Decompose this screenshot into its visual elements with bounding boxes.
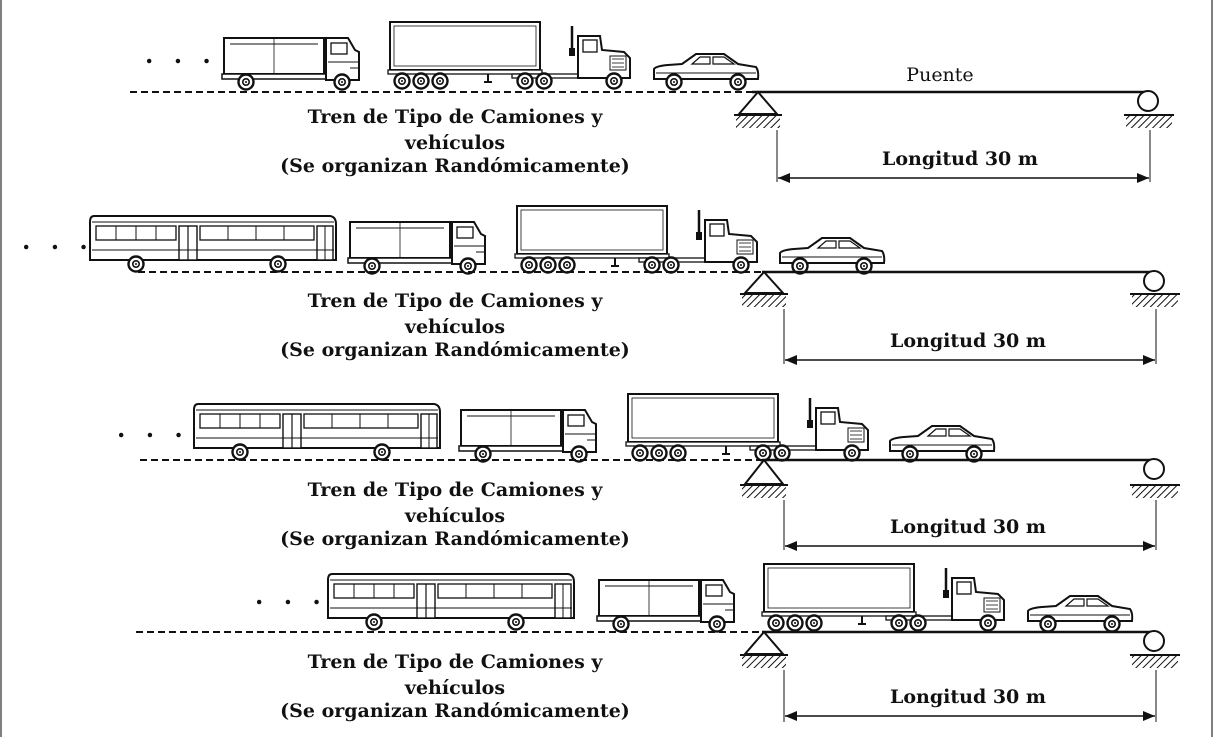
trailer-truck-4 — [762, 564, 1004, 631]
truck-1 — [222, 38, 359, 90]
roller-support-4 — [1144, 631, 1164, 651]
trailer-truck-1 — [388, 22, 630, 89]
caption-1-line-2: vehículos — [404, 132, 505, 154]
row-1: . . . . Puente Longitud 30 m Tren de Tip… — [130, 22, 1174, 183]
caption-2-line-3: (Se organizan Randómicamente) — [280, 339, 630, 361]
roller-support-2 — [1144, 271, 1164, 291]
pin-support-2 — [745, 272, 783, 293]
caption-2-line-2: vehículos — [404, 316, 505, 338]
trailer-truck-3 — [626, 394, 868, 461]
ground-left-3 — [742, 486, 786, 498]
caption-4-line-1: Tren de Tipo de Camiones y — [308, 651, 604, 673]
truck-3 — [459, 410, 596, 462]
roller-support-1 — [1138, 91, 1158, 111]
bus-3 — [194, 404, 440, 460]
caption-3-line-3: (Se organizan Randómicamente) — [280, 528, 630, 550]
bus-4 — [328, 574, 574, 630]
pin-support-1 — [739, 92, 777, 114]
ground-left-1 — [736, 116, 780, 128]
row-3: . . . . Longitud 30 m Tren de Tipo de Ca… — [117, 394, 1180, 551]
length-label-1: Longitud 30 m — [882, 148, 1038, 170]
bus-2 — [90, 216, 336, 272]
car-1 — [654, 54, 758, 90]
car-4 — [1028, 596, 1132, 632]
trailer-truck-2 — [515, 206, 757, 273]
ground-left-2 — [742, 295, 786, 307]
length-label-3: Longitud 30 m — [890, 516, 1046, 538]
ground-right-3 — [1132, 486, 1178, 498]
caption-3-line-1: Tren de Tipo de Camiones y — [308, 479, 604, 501]
caption-4-line-2: vehículos — [404, 677, 505, 699]
bridge-label: Puente — [906, 64, 973, 86]
car-3 — [890, 426, 994, 462]
ground-left-4 — [742, 656, 786, 668]
ground-right-1 — [1126, 116, 1172, 128]
caption-2-line-1: Tren de Tipo de Camiones y — [308, 290, 604, 312]
ground-right-4 — [1132, 656, 1178, 668]
truck-2 — [348, 222, 485, 274]
pin-support-4 — [745, 632, 783, 654]
caption-4-line-3: (Se organizan Randómicamente) — [280, 700, 630, 722]
length-label-4: Longitud 30 m — [890, 686, 1046, 708]
ground-right-2 — [1132, 295, 1178, 307]
caption-1-line-1: Tren de Tipo de Camiones y — [308, 106, 604, 128]
truck-4 — [597, 580, 734, 632]
car-2 — [780, 238, 884, 274]
caption-3-line-2: vehículos — [404, 505, 505, 527]
row-4: . . . . Longitud 30 m Tren de Tipo de Ca… — [136, 564, 1180, 722]
roller-support-3 — [1144, 459, 1164, 479]
row-2: . . . . Longitud 30 m Tren de Tipo de Ca… — [22, 206, 1180, 365]
length-label-2: Longitud 30 m — [890, 330, 1046, 352]
caption-1-line-3: (Se organizan Randómicamente) — [280, 155, 630, 177]
pin-support-3 — [745, 460, 783, 484]
